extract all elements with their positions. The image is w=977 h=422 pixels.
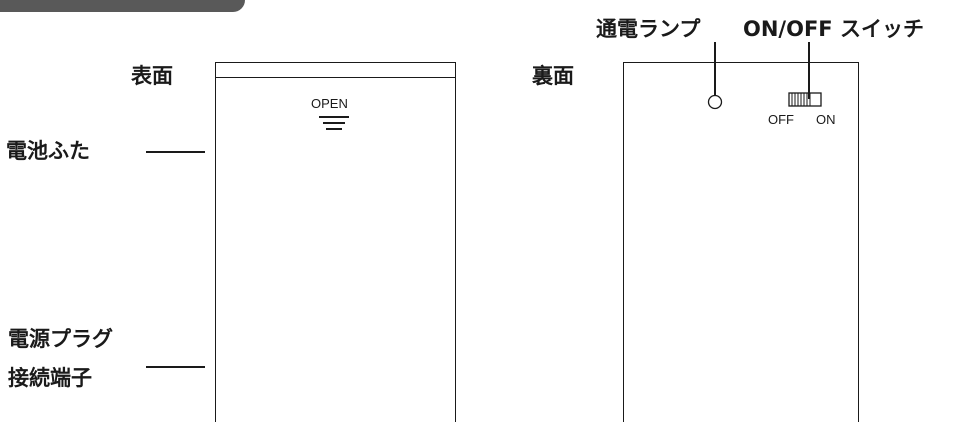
- back-panel: OFF ON: [623, 62, 859, 422]
- switch-icon: [788, 92, 822, 107]
- switch-off-text: OFF: [768, 112, 794, 127]
- plug-terminal-leader: [146, 366, 205, 368]
- open-arrow-icon: [319, 116, 349, 130]
- switch-on-text: ON: [816, 112, 836, 127]
- power-lamp-label: 通電ランプ: [596, 17, 701, 41]
- front-panel: OPEN: [215, 62, 456, 422]
- plug-terminal-label-line1: 電源プラグ: [8, 327, 113, 351]
- battery-cover-leader: [146, 151, 205, 153]
- header-tab: [0, 0, 245, 12]
- open-text: OPEN: [311, 96, 348, 111]
- plug-terminal-label-line2: 接続端子: [8, 366, 92, 390]
- battery-cover-label: 電池ふた: [6, 139, 90, 163]
- onoff-switch-label: ON/OFF スイッチ: [743, 17, 924, 41]
- front-label: 表面: [131, 64, 173, 88]
- front-top-strip: [216, 77, 455, 78]
- back-label: 裏面: [532, 64, 574, 88]
- power-lamp-icon: [707, 94, 723, 110]
- onoff-switch-leader: [808, 42, 810, 99]
- power-lamp-leader: [714, 42, 716, 95]
